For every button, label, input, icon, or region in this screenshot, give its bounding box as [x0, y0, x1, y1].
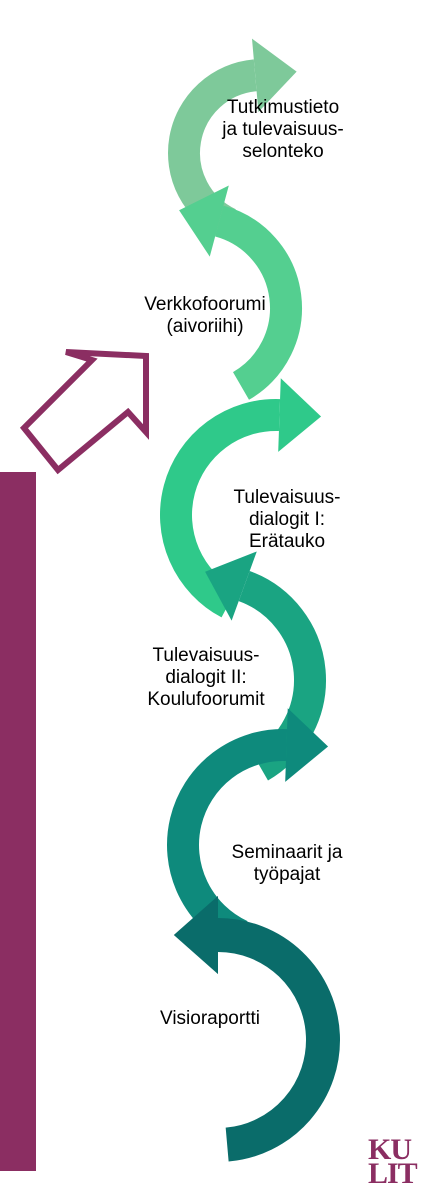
- step-arrowhead-4: [205, 551, 257, 621]
- step-label-2-line-1: Verkkofoorumi: [144, 294, 266, 315]
- step-arrowhead-3: [278, 378, 322, 452]
- step-label-5: Seminaarit ja työpajat: [212, 842, 362, 886]
- step-arrowhead-2: [179, 185, 229, 257]
- step-label-1-line-1: Tutkimustieto: [226, 97, 340, 118]
- step-label-1-line-3: selonteko: [242, 141, 324, 162]
- step-label-3-line-1: Tulevaisuus-: [233, 487, 341, 508]
- step-label-4-line-1: Tulevaisuus-: [152, 645, 260, 666]
- step-label-3: Tulevaisuus- dialogit I: Erätauko: [212, 487, 362, 553]
- logo: KU LIT: [368, 1133, 418, 1190]
- step-label-3-line-3: Erätauko: [248, 531, 326, 552]
- step-ring-3: [160, 399, 281, 618]
- step-label-4-line-2: dialogit II:: [165, 667, 247, 688]
- step-label-6: Visioraportti: [135, 1008, 285, 1030]
- step-label-3-line-2: dialogit I:: [248, 509, 326, 530]
- step-ring-6: [217, 918, 340, 1162]
- step-label-2-line-2: (aivoriihi): [166, 316, 244, 337]
- highlight-arrow: [19, 349, 149, 475]
- step-label-5-line-2: työpajat: [253, 864, 321, 885]
- sidebar-band: [0, 472, 36, 1171]
- step-arrowhead-5: [285, 708, 329, 782]
- step-label-5-line-1: Seminaarit ja: [231, 842, 343, 863]
- step-label-4-line-3: Koulufoorumit: [147, 689, 265, 710]
- step-label-1: Tutkimustieto ja tulevaisuus- selonteko: [208, 97, 358, 163]
- step-arrowhead-1: [251, 38, 297, 112]
- step-ring-2: [214, 205, 302, 400]
- step-arrowhead-6: [173, 895, 218, 975]
- step-label-6-line-1: Visioraportti: [160, 1008, 260, 1029]
- step-label-2: Verkkofoorumi (aivoriihi): [130, 294, 280, 338]
- step-label-1-line-2: ja tulevaisuus-: [222, 119, 344, 140]
- step-label-4: Tulevaisuus- dialogit II: Koulufoorumit: [131, 645, 281, 711]
